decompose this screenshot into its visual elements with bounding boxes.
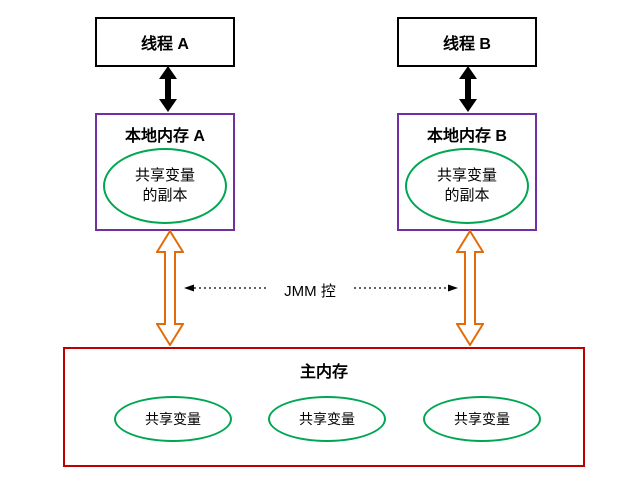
thread-a-local-a-double-arrow-icon <box>158 66 178 112</box>
main-shared-variable-3-ellipse: 共享变量 <box>423 396 541 442</box>
jmm-dashed-arrow-right-icon <box>354 282 458 294</box>
shared-variable-copy-b-line1: 共享变量 <box>436 166 497 184</box>
local-memory-b-box: 本地内存 B 共享变量 的副本 <box>397 113 537 231</box>
main-memory-box: 主内存 共享变量 共享变量 共享变量 <box>63 347 585 467</box>
main-shared-variable-2-ellipse: 共享变量 <box>268 396 386 442</box>
thread-b-local-b-double-arrow-icon <box>458 66 478 112</box>
shared-variable-copy-b-line2: 的副本 <box>444 187 490 204</box>
thread-b-box: 线程 B <box>397 17 537 67</box>
shared-variable-copy-a-line2: 的副本 <box>142 187 188 204</box>
main-memory-title: 主内存 <box>299 364 348 381</box>
main-shared-variable-1-ellipse: 共享变量 <box>114 396 232 442</box>
thread-a-label: 线程 A <box>140 36 189 53</box>
thread-b-label: 线程 B <box>442 36 491 53</box>
shared-variable-copy-a-ellipse: 共享变量 的副本 <box>103 148 227 224</box>
shared-variable-copy-a-line1: 共享变量 <box>134 166 195 184</box>
thread-a-box: 线程 A <box>95 17 235 67</box>
local-memory-b-title: 本地内存 B <box>426 128 507 145</box>
main-shared-variable-3-label: 共享变量 <box>454 410 510 427</box>
local-memory-a-box: 本地内存 A 共享变量 的副本 <box>95 113 235 231</box>
jmm-dashed-arrow-left-icon <box>184 282 266 294</box>
jmm-control-label: JMM 控 <box>284 283 336 300</box>
main-shared-variable-1-label: 共享变量 <box>145 410 201 427</box>
shared-variable-copy-b-ellipse: 共享变量 的副本 <box>405 148 529 224</box>
local-b-main-memory-double-arrow-icon <box>456 230 484 346</box>
main-shared-variable-2-label: 共享变量 <box>299 410 355 427</box>
local-memory-a-title: 本地内存 A <box>124 128 205 145</box>
local-a-main-memory-double-arrow-icon <box>156 230 184 346</box>
